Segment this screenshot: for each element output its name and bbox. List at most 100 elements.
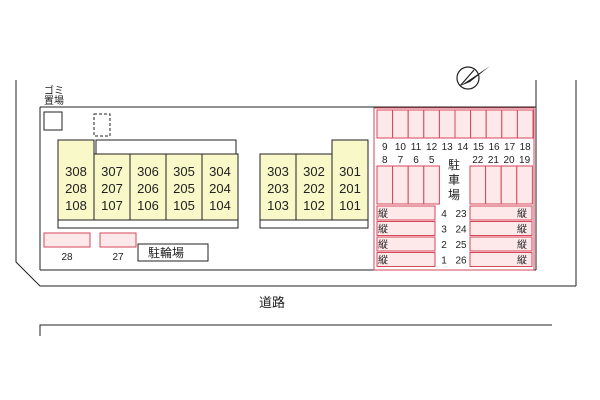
building-unit-column — [57, 139, 95, 221]
garbage-station — [43, 111, 63, 131]
parking-number-3: 3 — [441, 225, 447, 236]
parking-space-1 — [376, 252, 436, 267]
garbage-label-line1: ゴミ — [44, 84, 64, 97]
parking-number-2: 2 — [441, 240, 447, 251]
parking-space-16 — [485, 109, 503, 139]
parking-space-21 — [485, 165, 502, 205]
tall-space-mark: 縦 — [378, 254, 388, 267]
parking-space-5 — [423, 165, 440, 205]
tall-space-mark: 縦 — [517, 238, 527, 251]
parking-number-6: 6 — [413, 155, 419, 166]
parking-number-21: 21 — [488, 155, 500, 166]
parking-number-11: 11 — [411, 142, 422, 153]
unit-number-308: 308 — [65, 164, 87, 179]
unit-number-306: 306 — [137, 164, 159, 179]
parking-number-25: 25 — [455, 240, 467, 251]
parking-number-4: 4 — [441, 209, 447, 220]
parking-number-20: 20 — [503, 155, 515, 166]
unit-number-101: 101 — [339, 198, 361, 213]
parking-label-char-1: 駐 — [448, 157, 460, 172]
parking-label-char-2: 車 — [448, 173, 460, 187]
unit-number-304: 304 — [209, 164, 231, 179]
parking-space-2 — [376, 236, 436, 252]
parking-number-23: 23 — [455, 209, 467, 220]
north-arrow-icon — [456, 66, 490, 90]
parking-space-9 — [376, 109, 394, 139]
unit-number-205: 205 — [173, 181, 195, 196]
parking-number-13: 13 — [442, 142, 454, 153]
parking-number-7: 7 — [398, 155, 404, 166]
tall-space-mark: 縦 — [378, 223, 388, 236]
parking-space-3 — [376, 221, 436, 236]
tall-space-mark: 縦 — [517, 207, 527, 220]
parking-space-7 — [392, 165, 409, 205]
parking-space-13 — [438, 109, 456, 139]
building-unit-column — [165, 153, 203, 221]
parking-number-16: 16 — [488, 142, 500, 153]
parking-number-14: 14 — [457, 142, 469, 153]
parking-space-25 — [469, 236, 533, 252]
parking-label-char-3: 場 — [448, 188, 460, 202]
parking-number-26: 26 — [455, 256, 467, 267]
unit-number-107: 107 — [101, 198, 123, 213]
unit-number-206: 206 — [137, 181, 159, 196]
unit-number-204: 204 — [209, 181, 231, 196]
parking-number-24: 24 — [455, 225, 467, 236]
unit-number-104: 104 — [209, 198, 231, 213]
road-edge — [39, 324, 552, 336]
parking-number-19: 19 — [519, 155, 531, 166]
parking-space-12 — [423, 109, 440, 139]
parking-number-12: 12 — [426, 142, 438, 153]
parking-number-18: 18 — [520, 142, 532, 153]
unit-number-108: 108 — [65, 198, 87, 213]
parking-space-10 — [392, 109, 409, 139]
unit-number-305: 305 — [173, 164, 195, 179]
unit-number-303: 303 — [267, 164, 289, 179]
unit-number-301: 301 — [339, 164, 361, 179]
parking-number-22: 22 — [472, 155, 484, 166]
unit-number-106: 106 — [137, 198, 159, 213]
parking-space-4 — [376, 205, 436, 221]
building-unit-column — [93, 153, 131, 221]
tall-space-mark: 縦 — [517, 223, 527, 236]
bike-parking-label: 駐輪場 — [148, 245, 184, 260]
parking-space-20 — [500, 165, 518, 205]
parking-number-5: 5 — [429, 155, 435, 166]
road-label: 道路 — [259, 295, 285, 310]
building-unit-column — [295, 153, 333, 221]
parking-space-24 — [469, 221, 533, 236]
unit-number-103: 103 — [267, 198, 289, 213]
parking-number-27: 27 — [112, 252, 124, 263]
unit-number-307: 307 — [101, 164, 123, 179]
unit-number-102: 102 — [303, 198, 325, 213]
garbage-label-line2: 置場 — [44, 94, 64, 107]
left-building-walk — [57, 219, 239, 229]
parking-space-22 — [469, 165, 487, 205]
parking-number-8: 8 — [382, 155, 388, 166]
parking-space-6 — [407, 165, 425, 205]
right-building-walk — [259, 219, 369, 229]
tall-space-mark: 縦 — [378, 207, 388, 220]
left-building-corridor — [95, 139, 237, 155]
unit-number-302: 302 — [303, 164, 325, 179]
parking-space-18 — [516, 109, 534, 139]
parking-number-9: 9 — [382, 142, 388, 153]
parking-space-28 — [43, 232, 91, 248]
parking-number-15: 15 — [473, 142, 485, 153]
unit-number-208: 208 — [65, 181, 87, 196]
building-unit-column — [259, 153, 297, 221]
unit-number-203: 203 — [267, 181, 289, 196]
lot-boundary-left — [15, 80, 576, 287]
building-unit-column — [129, 153, 167, 221]
parking-number-10: 10 — [395, 142, 407, 153]
parking-space-26 — [469, 252, 533, 267]
bike-parking-area — [137, 243, 209, 262]
tall-space-mark: 縦 — [378, 238, 388, 251]
parking-space-19 — [516, 165, 533, 205]
parking-number-1: 1 — [441, 256, 447, 267]
parking-space-11 — [407, 109, 425, 139]
building-unit-column — [331, 139, 369, 221]
parking-space-23 — [469, 205, 533, 221]
parking-number-28: 28 — [61, 252, 73, 263]
unit-number-202: 202 — [303, 181, 325, 196]
